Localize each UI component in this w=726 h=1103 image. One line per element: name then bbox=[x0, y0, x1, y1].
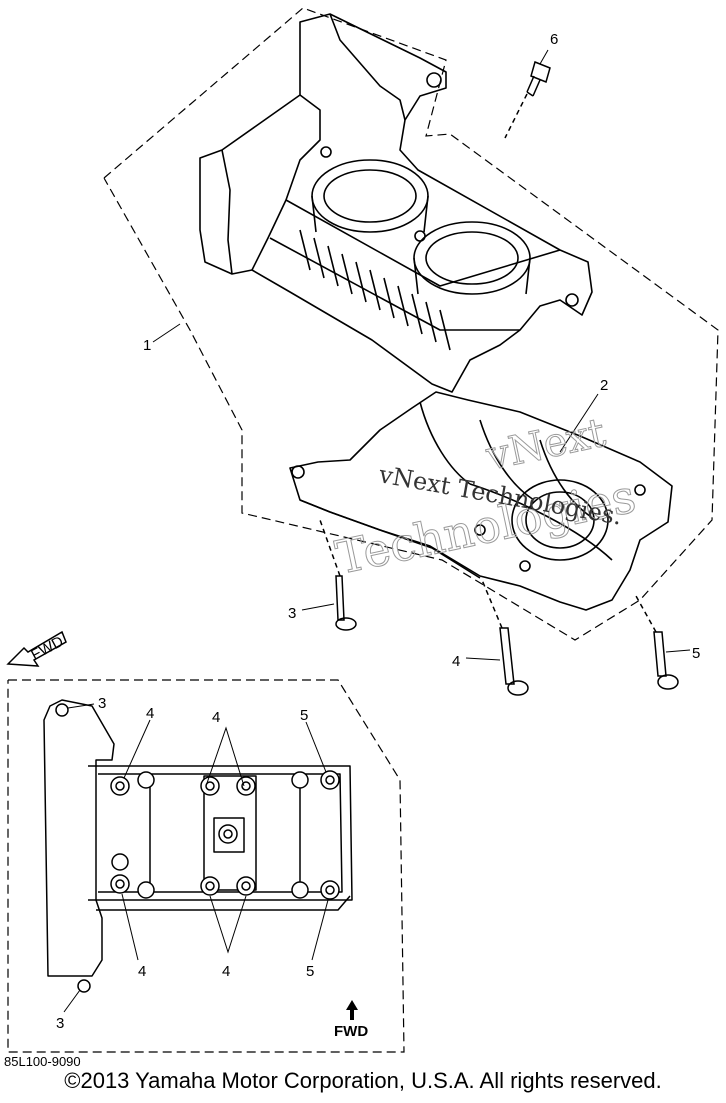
drawing-code: 85L100-9090 bbox=[4, 1054, 81, 1069]
detail-callout-5-bottom: 5 bbox=[306, 963, 314, 980]
detail-callout-5-top: 5 bbox=[300, 707, 308, 724]
part-6-bolt bbox=[504, 60, 551, 139]
detail-callout-4-left-bottom: 4 bbox=[138, 963, 146, 980]
copyright-notice: ©2013 Yamaha Motor Corporation, U.S.A. A… bbox=[64, 1068, 662, 1093]
part-3-bolt bbox=[319, 519, 357, 631]
detail-callout-4-center-top: 4 bbox=[212, 709, 220, 726]
fwd-arrow-icon: FWD bbox=[6, 630, 67, 667]
leader-lines bbox=[152, 49, 691, 661]
upper-crankcase bbox=[199, 13, 593, 393]
assembly-boundary bbox=[103, 7, 719, 641]
bolt-pattern-detail bbox=[43, 699, 353, 993]
lower-crankcase bbox=[289, 391, 673, 611]
detail-callout-4-left-top: 4 bbox=[146, 705, 154, 722]
callout-5: 5 bbox=[692, 645, 700, 662]
detail-callout-4-center-bottom: 4 bbox=[222, 963, 230, 980]
callout-1: 1 bbox=[143, 337, 151, 354]
callout-3: 3 bbox=[288, 605, 296, 622]
part-4-bolt bbox=[481, 579, 529, 696]
detail-callout-3-bottom: 3 bbox=[56, 1015, 64, 1032]
fwd-label: FWD bbox=[28, 633, 66, 664]
detail-leader-lines bbox=[63, 703, 329, 1013]
detail-view-boundary bbox=[7, 679, 405, 1053]
detail-callout-3-top: 3 bbox=[98, 695, 106, 712]
callout-4: 4 bbox=[452, 653, 460, 670]
watermark-outline-vnext: vNext bbox=[482, 410, 610, 480]
callout-2: 2 bbox=[600, 377, 608, 394]
callout-6: 6 bbox=[550, 31, 558, 48]
part-5-bolt bbox=[635, 595, 679, 690]
fwd-up-arrow-icon: FWD bbox=[334, 1000, 368, 1040]
fwd-arrow-label: FWD bbox=[334, 1023, 368, 1040]
bolt-holes bbox=[110, 770, 340, 900]
